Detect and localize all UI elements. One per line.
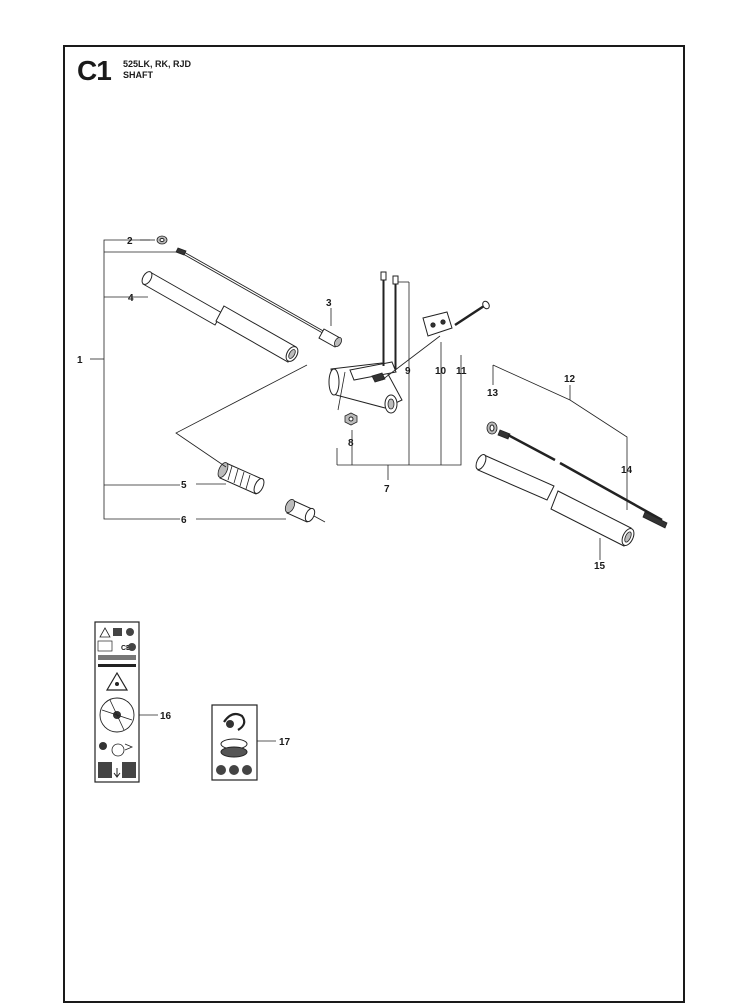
- group-1-bracket: [90, 239, 180, 520]
- callout-17: 17: [279, 737, 291, 748]
- callout-8: 8: [348, 438, 354, 449]
- shaft-tube-part-15: [475, 454, 635, 560]
- screws-part-9: [380, 271, 399, 370]
- callout-1: 1: [77, 355, 83, 366]
- drive-shaft-part-3: [175, 247, 343, 348]
- safety-decal-part-17: [211, 704, 258, 781]
- group-12-bracket: [492, 364, 628, 510]
- callout-3: 3: [326, 298, 332, 309]
- callout-5: 5: [181, 480, 187, 491]
- bolt-part-11: [454, 300, 490, 327]
- model-list: 525LK, RK, RJD: [123, 59, 192, 69]
- callout-13: 13: [487, 388, 499, 399]
- callout-12: 12: [564, 374, 576, 385]
- safety-decal-part-16: CE: [94, 621, 140, 783]
- collar-part-6: [284, 499, 326, 523]
- sleeve-part-5: [217, 462, 265, 495]
- diagram-frame: [63, 45, 685, 1003]
- section-title: SHAFT: [123, 70, 153, 80]
- diagram-code: C1: [77, 55, 112, 86]
- shaft-tube-part-4: [141, 271, 299, 363]
- svg-text:CE: CE: [121, 645, 131, 652]
- callout-6: 6: [181, 515, 187, 526]
- callout-11: 11: [456, 366, 467, 377]
- group-7-bracket: [336, 281, 462, 480]
- callout-7: 7: [384, 484, 390, 495]
- drive-shaft-part-14: [497, 429, 668, 529]
- callout-14: 14: [621, 465, 633, 476]
- callout-10: 10: [435, 366, 447, 377]
- clamp-housing-part-7: [328, 335, 441, 414]
- callout-16: 16: [160, 711, 172, 722]
- clamp-part-10: [422, 311, 453, 337]
- callout-9: 9: [405, 366, 411, 377]
- callout-2: 2: [127, 236, 133, 247]
- callout-4: 4: [128, 293, 134, 304]
- nut-part-8: [344, 412, 358, 426]
- callout-15: 15: [594, 561, 606, 572]
